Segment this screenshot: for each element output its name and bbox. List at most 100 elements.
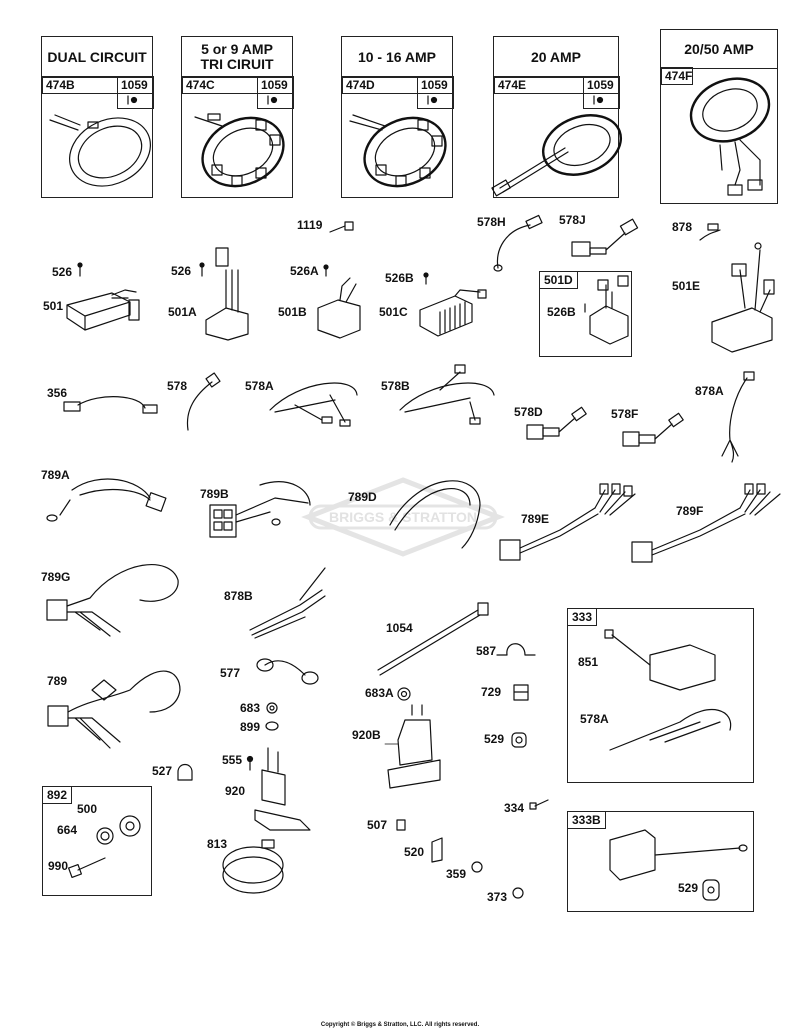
label-1119: 1119 bbox=[297, 218, 323, 232]
screw-icon bbox=[427, 95, 438, 105]
label-578H: 578H bbox=[477, 215, 506, 229]
label-683: 683 bbox=[240, 701, 261, 715]
solenoid-920-illustration bbox=[254, 747, 311, 831]
connector-578F-illustration bbox=[622, 412, 684, 447]
label-878A: 878A bbox=[695, 384, 724, 398]
nut-373-illustration bbox=[512, 887, 524, 899]
stator-title: 20/50 AMP bbox=[661, 30, 777, 69]
bolt-1119-illustration bbox=[329, 221, 354, 233]
stator-title-line2: TRI CIRUIT bbox=[200, 56, 274, 72]
label-789E: 789E bbox=[521, 512, 550, 526]
screw-555-illustration bbox=[246, 755, 254, 771]
harness-789A-illustration bbox=[46, 478, 167, 522]
label-789A: 789A bbox=[41, 468, 70, 482]
stator-title: DUAL CIRCUIT bbox=[42, 37, 152, 78]
cable-tie-1054-illustration bbox=[377, 602, 489, 676]
stator-474D-illustration bbox=[349, 114, 447, 188]
screw-icon bbox=[127, 95, 138, 105]
regulator-501C-illustration bbox=[419, 289, 487, 337]
stator-474E-illustration bbox=[491, 114, 623, 197]
group-box-label: 501D bbox=[540, 272, 578, 289]
connector-578J-illustration bbox=[571, 218, 639, 257]
wire-878B-illustration bbox=[249, 567, 326, 639]
group-box-label: 333 bbox=[568, 609, 598, 626]
nut-683A-illustration bbox=[397, 687, 411, 701]
nut-664-illustration bbox=[96, 827, 114, 845]
nut-683-illustration bbox=[266, 702, 278, 714]
label-920: 920 bbox=[225, 784, 246, 798]
stator-title-line1: 5 or 9 AMP bbox=[201, 41, 273, 57]
ignition-switch-500-illustration bbox=[119, 815, 141, 837]
harness-789G-illustration bbox=[46, 563, 179, 637]
label-501A: 501A bbox=[168, 305, 197, 319]
screw-icon-cell bbox=[417, 93, 454, 109]
group-box-333: 333 bbox=[567, 608, 754, 783]
screw-526A-illustration bbox=[323, 264, 329, 277]
label-789B: 789B bbox=[200, 487, 229, 501]
harness-789-illustration bbox=[47, 670, 181, 749]
wire-578-illustration bbox=[186, 372, 221, 431]
label-789D: 789D bbox=[348, 490, 377, 504]
clamp-813-illustration bbox=[222, 839, 284, 894]
part-number: 474F bbox=[661, 67, 693, 85]
label-587: 587 bbox=[476, 644, 497, 658]
washer-359-illustration bbox=[471, 861, 483, 873]
label-578J: 578J bbox=[559, 213, 586, 227]
regulator-501B-illustration bbox=[317, 277, 361, 339]
clip-729-illustration bbox=[513, 684, 529, 701]
group-box-501D: 501D bbox=[539, 271, 632, 357]
label-578B: 578B bbox=[381, 379, 410, 393]
stator-474B-illustration bbox=[49, 114, 151, 187]
harness-578A-illustration bbox=[269, 382, 358, 427]
stator-title: 20 AMP bbox=[494, 37, 618, 78]
label-878: 878 bbox=[672, 220, 693, 234]
screw-526-illustration bbox=[199, 262, 205, 277]
label-729: 729 bbox=[481, 685, 502, 699]
screw-icon-cell bbox=[257, 93, 294, 109]
clamp-527-illustration bbox=[177, 763, 193, 781]
label-373: 373 bbox=[487, 890, 508, 904]
connector-578D-illustration bbox=[526, 406, 587, 440]
screw-507-illustration bbox=[396, 819, 406, 831]
grommet-529-illustration bbox=[511, 732, 527, 748]
regulator-501D-illustration bbox=[584, 275, 629, 345]
stator-box-474F: 20/50 AMP 474F bbox=[660, 29, 778, 204]
label-789G: 789G bbox=[41, 570, 71, 584]
regulator-501E-illustration bbox=[711, 242, 775, 353]
label-899: 899 bbox=[240, 720, 261, 734]
label-334: 334 bbox=[504, 801, 525, 815]
group-box-333B: 333B bbox=[567, 811, 754, 912]
label-501E: 501E bbox=[672, 279, 701, 293]
group-box-label: 333B bbox=[568, 812, 606, 829]
harness-578A-group-illustration bbox=[609, 708, 732, 751]
harness-789E-illustration bbox=[499, 483, 636, 561]
copyright-notice: Copyright © Briggs & Stratton, LLC. All … bbox=[320, 1022, 480, 1028]
harness-789F-illustration bbox=[631, 483, 781, 563]
label-920B: 920B bbox=[352, 728, 381, 742]
label-507: 507 bbox=[367, 818, 388, 832]
label-529: 529 bbox=[484, 732, 505, 746]
key-990-illustration bbox=[67, 857, 106, 879]
bracket-520-illustration bbox=[431, 837, 443, 863]
ignition-coil-333B-illustration bbox=[609, 829, 748, 881]
label-501C: 501C bbox=[379, 305, 408, 319]
label-578: 578 bbox=[167, 379, 188, 393]
stator-474C-illustration bbox=[194, 113, 285, 188]
stator-474F-illustration bbox=[689, 77, 771, 196]
ignition-coil-851-illustration bbox=[604, 629, 716, 691]
label-813: 813 bbox=[207, 837, 228, 851]
harness-356-illustration bbox=[63, 396, 158, 414]
harness-578B-illustration bbox=[399, 364, 495, 425]
label-526B: 526B bbox=[385, 271, 414, 285]
screw-526-illustration bbox=[77, 262, 83, 277]
label-520: 520 bbox=[404, 845, 425, 859]
screw-icon bbox=[593, 95, 604, 105]
washer-899-illustration bbox=[265, 721, 279, 731]
label-577: 577 bbox=[220, 666, 241, 680]
wire-878A-illustration bbox=[721, 371, 755, 463]
label-526A: 526A bbox=[290, 264, 319, 278]
label-878B: 878B bbox=[224, 589, 253, 603]
regulator-501A-illustration bbox=[205, 247, 249, 341]
stator-title: 10 - 16 AMP bbox=[342, 37, 452, 78]
bolt-334-illustration bbox=[529, 799, 549, 810]
